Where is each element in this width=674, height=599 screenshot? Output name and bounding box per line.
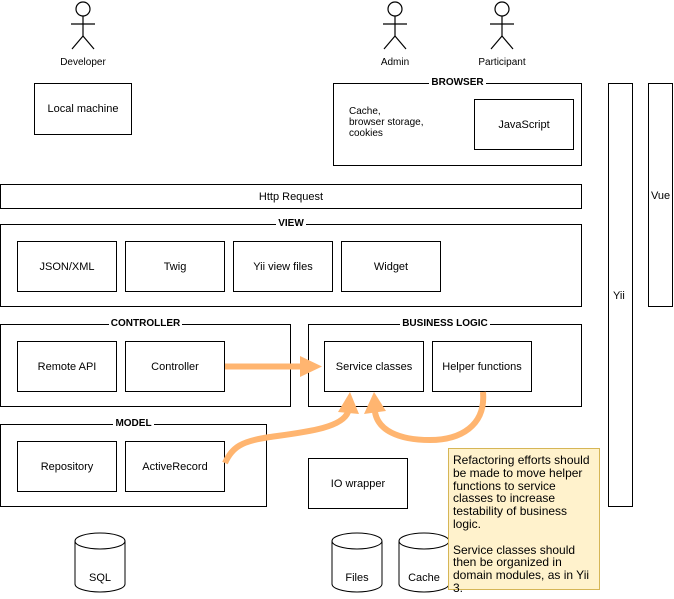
files-label: Files bbox=[345, 572, 369, 584]
controller-title: CONTROLLER bbox=[108, 318, 183, 329]
actor-developer-label: Developer bbox=[60, 57, 106, 68]
business-logic-title: BUSINESS LOGIC bbox=[400, 318, 490, 329]
controller-item-controller: Controller bbox=[125, 341, 225, 392]
arrow-helper-to-service bbox=[364, 391, 487, 444]
browser-storage-text: Cache, browser storage, cookies bbox=[349, 106, 423, 139]
view-item-twig: Twig bbox=[125, 241, 225, 292]
actor-developer-figure bbox=[71, 1, 95, 50]
model-item-repository: Repository bbox=[17, 441, 117, 492]
http-request-label: Http Request bbox=[258, 190, 324, 203]
model-item-activerecord: ActiveRecord bbox=[125, 441, 225, 492]
vue-label: Vue bbox=[651, 190, 671, 202]
controller-item-label: Remote API bbox=[37, 360, 97, 373]
business-item-service-classes: Service classes bbox=[324, 341, 424, 392]
sql-cylinder-icon bbox=[74, 532, 126, 593]
model-item-label: Repository bbox=[40, 460, 94, 473]
io-wrapper-box: IO wrapper bbox=[308, 458, 408, 509]
actor-admin-figure bbox=[383, 1, 407, 50]
actor-admin-label: Admin bbox=[380, 57, 410, 68]
view-item-widget: Widget bbox=[341, 241, 441, 292]
yii-label: Yii bbox=[613, 290, 625, 302]
browser-storage-line: Cache, bbox=[349, 106, 381, 117]
http-request-bar: Http Request bbox=[0, 184, 582, 209]
business-item-label: Helper functions bbox=[442, 360, 522, 373]
actor-participant-figure bbox=[490, 1, 514, 50]
local-machine-box: Local machine bbox=[34, 83, 132, 135]
view-title: VIEW bbox=[276, 218, 306, 229]
view-item-label: JSON/XML bbox=[39, 260, 95, 273]
view-item-yii-view-files: Yii view files bbox=[233, 241, 333, 292]
note-paragraph: Service classes should then be organized… bbox=[453, 542, 590, 595]
view-item-label: Twig bbox=[163, 260, 187, 273]
refactoring-note: Refactoring efforts should be made to mo… bbox=[448, 448, 600, 594]
arrow-controller-to-service bbox=[225, 356, 322, 377]
business-item-helper-functions: Helper functions bbox=[432, 341, 532, 392]
browser-storage-line: cookies bbox=[349, 128, 383, 139]
io-wrapper-label: IO wrapper bbox=[330, 477, 386, 490]
vue-column bbox=[648, 83, 673, 307]
model-title: MODEL bbox=[113, 418, 154, 429]
view-item-label: Widget bbox=[373, 260, 409, 273]
javascript-box: JavaScript bbox=[474, 99, 574, 150]
browser-title: BROWSER bbox=[429, 77, 486, 88]
sql-label: SQL bbox=[88, 572, 111, 584]
cache-cylinder-icon bbox=[398, 532, 450, 593]
javascript-label: JavaScript bbox=[498, 118, 550, 131]
model-item-label: ActiveRecord bbox=[142, 460, 208, 473]
business-item-label: Service classes bbox=[335, 360, 413, 373]
browser-storage-line: browser storage, bbox=[349, 117, 424, 128]
files-cylinder-icon bbox=[331, 532, 383, 593]
arrow-activerecord-to-service bbox=[222, 392, 359, 465]
note-paragraph: Refactoring efforts should be made to mo… bbox=[453, 453, 590, 531]
yii-column bbox=[608, 83, 633, 507]
actor-participant-label: Participant bbox=[478, 57, 526, 68]
view-item-label: Yii view files bbox=[253, 260, 313, 273]
cache-label: Cache bbox=[408, 572, 440, 584]
controller-item-label: Controller bbox=[151, 360, 199, 373]
controller-item-remote-api: Remote API bbox=[17, 341, 117, 392]
view-item-json-xml: JSON/XML bbox=[17, 241, 117, 292]
local-machine-label: Local machine bbox=[47, 103, 119, 115]
